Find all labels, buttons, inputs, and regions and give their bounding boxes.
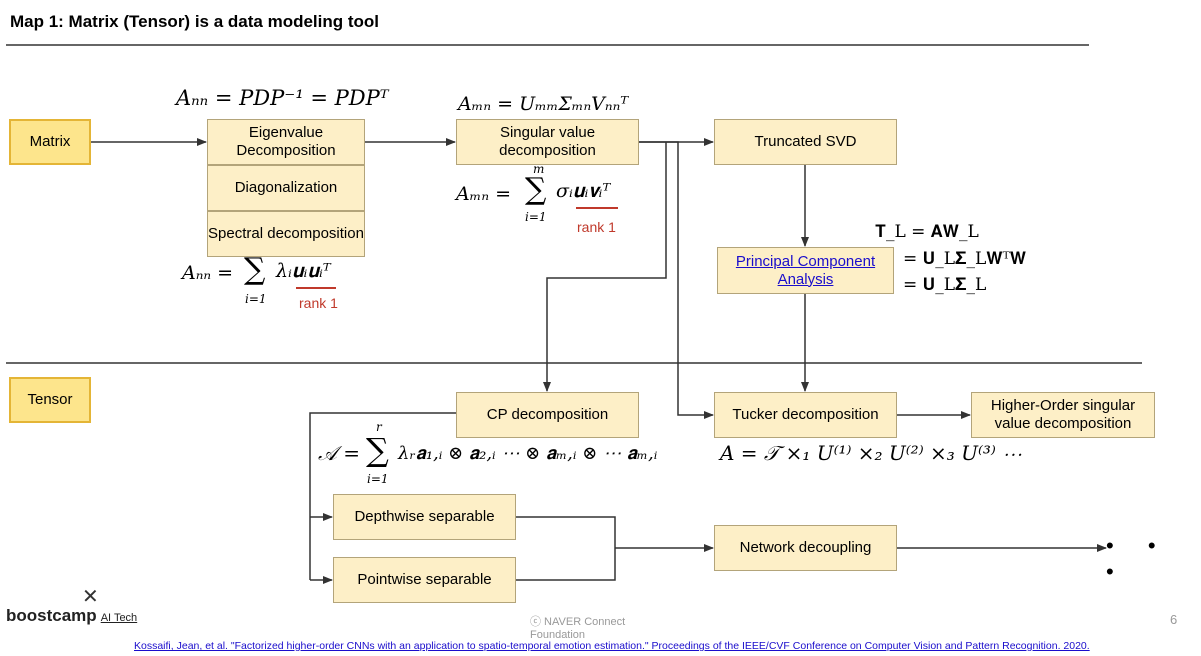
logo-subtext: AI Tech <box>100 612 138 624</box>
spectral-sum-term: λᵢ𝐮ᵢ𝐮ᵢᵀ <box>276 260 331 282</box>
box-network-decoupling: Network decoupling <box>714 525 897 571</box>
formula-svd: Aₘₙ = UₘₘΣₘₙVₙₙᵀ <box>458 93 629 115</box>
cp-term: λᵣ𝐚₁,ᵢ ⊗ 𝐚₂,ᵢ ⋯ ⊗ 𝐚ₘ,ᵢ ⊗ ⋯ 𝐚ₘ,ᵢ <box>398 443 658 464</box>
rank-label-svd: rank 1 <box>577 219 616 235</box>
section-matrix: Matrix <box>9 119 91 165</box>
rank-label-spectral: rank 1 <box>299 295 338 311</box>
line-cp-branch <box>309 412 456 580</box>
cp-upper: r <box>376 420 382 434</box>
box-truncated-svd: Truncated SVD <box>714 119 897 165</box>
svd-sum-lhs: Aₘₙ = <box>456 183 512 205</box>
box-pointwise-separable: Pointwise separable <box>333 557 516 603</box>
formula-pca-line3: = 𝐔_L𝚺_L <box>903 275 987 295</box>
formula-tucker: A = 𝒯 ×₁ U⁽¹⁾ ×₂ U⁽²⁾ ×₃ U⁽³⁾ ⋯ <box>720 441 1023 465</box>
copyright: ⓒ NAVER Connect Foundation <box>530 616 626 641</box>
box-depthwise-separable: Depthwise separable <box>333 494 516 540</box>
close-x-icon: ✕ <box>82 586 99 608</box>
page-number: 6 <box>1170 612 1178 627</box>
page-title: Map 1: Matrix (Tensor) is a data modelin… <box>10 12 380 31</box>
section-tensor: Tensor <box>9 377 91 423</box>
box-hosvd: Higher-Order singular value decompositio… <box>971 392 1155 438</box>
svd-sum-upper: m <box>533 162 545 176</box>
box-cp-decomposition: CP decomposition <box>456 392 639 438</box>
logo-text: boostcamp <box>6 606 97 625</box>
cp-lhs: 𝒜 = <box>318 441 361 465</box>
formula-eigen: Aₙₙ = PDP⁻¹ = PDPᵀ <box>176 86 389 110</box>
pca-link[interactable]: Principal Component Analysis <box>735 252 876 288</box>
continuation-dots: • • • <box>1106 533 1170 584</box>
formula-pca-line1: 𝐓_L = 𝐀𝐖_L <box>875 222 979 242</box>
spectral-sum-lower: i=1 <box>245 292 267 306</box>
box-tucker-decomposition: Tucker decomposition <box>714 392 897 438</box>
arrow-svd-cp <box>543 142 667 392</box>
formula-pca-line2: = 𝐔_L𝚺_L𝐖ᵀ𝐖 <box>903 249 1027 269</box>
line-depthwise-merge <box>516 516 616 581</box>
cp-operator: ∑ <box>366 431 389 469</box>
spectral-sum-operator: ∑ <box>244 252 266 287</box>
cp-lower: i=1 <box>367 472 389 486</box>
box-pca[interactable]: Principal Component Analysis <box>717 247 894 294</box>
box-diagonalization: Diagonalization <box>207 165 365 211</box>
box-spectral-decomposition: Spectral decomposition <box>207 211 365 257</box>
svd-sum-lower: i=1 <box>525 210 547 224</box>
svd-sum-operator: ∑ <box>525 172 547 207</box>
arrow-svd-tucker <box>639 141 714 419</box>
box-svd: Singular value decomposition <box>456 119 639 165</box>
reference-link[interactable]: Kossaifi, Jean, et al. "Factorized highe… <box>134 640 1090 652</box>
box-eigenvalue-decomposition: Eigenvalue Decomposition <box>207 119 365 165</box>
svd-sum-term: σᵢ𝐮ᵢ𝐯ᵢᵀ <box>556 180 611 202</box>
spectral-sum-lhs: Aₙₙ = <box>182 262 234 284</box>
